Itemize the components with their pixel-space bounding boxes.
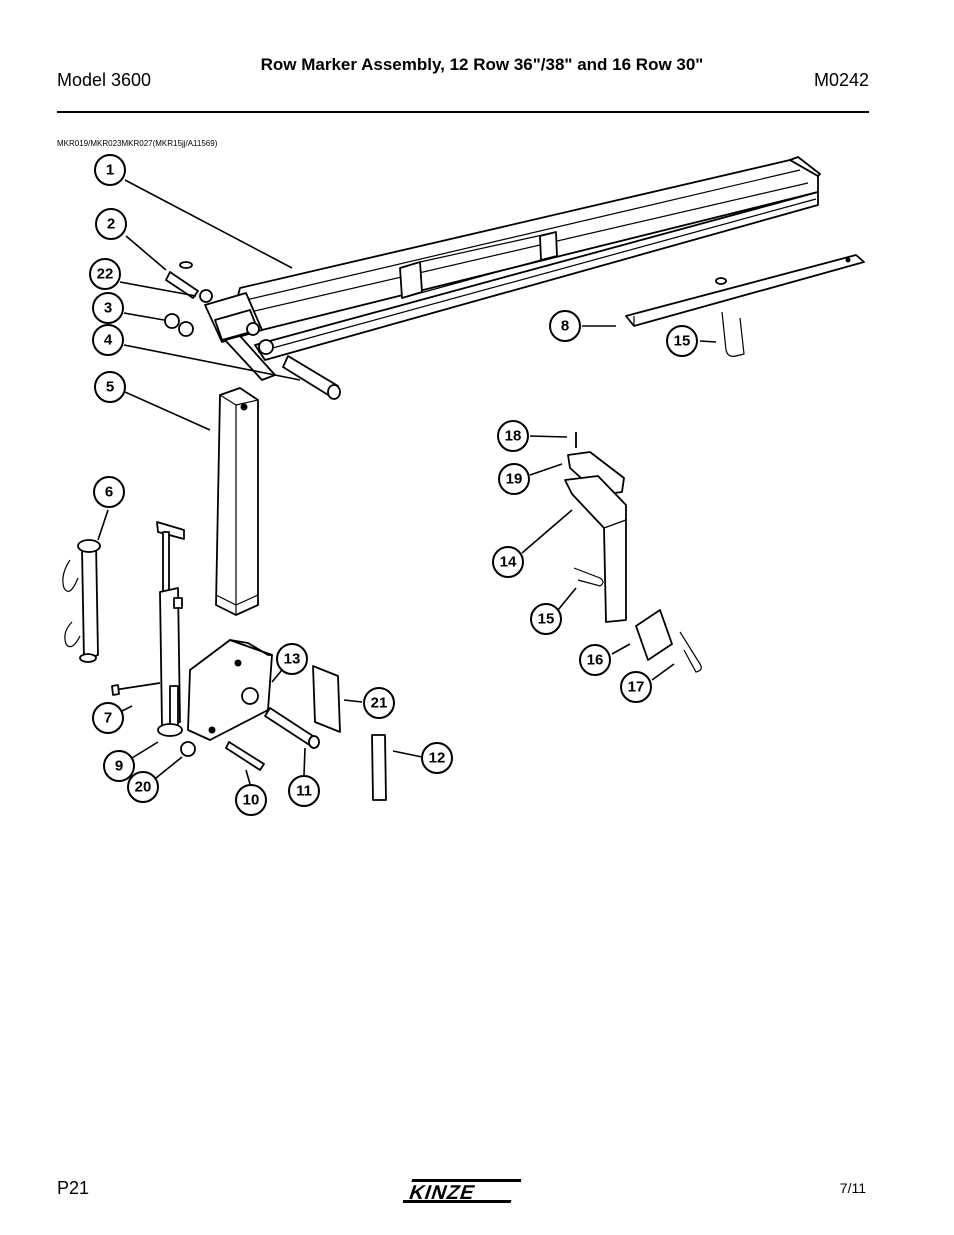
callout-19: 19: [498, 463, 530, 495]
bracket-part: [187, 639, 273, 741]
callout-17: 17: [620, 671, 652, 703]
svg-text:14: 14: [500, 554, 517, 571]
revision-date: 7/11: [839, 1180, 866, 1196]
washer-part-3b: [178, 321, 194, 337]
svg-text:18: 18: [505, 428, 522, 445]
page-number: P21: [57, 1178, 90, 1198]
callout-4: 4: [92, 324, 124, 356]
svg-text:11: 11: [296, 783, 312, 800]
standard-part-14: [564, 475, 627, 623]
kinze-logo: KINZE: [403, 1179, 521, 1204]
callout-16: 16: [579, 644, 611, 676]
callout-22: 22: [89, 258, 121, 290]
document-code: M0242: [813, 70, 869, 90]
svg-text:7: 7: [104, 710, 112, 727]
svg-text:2: 2: [107, 216, 115, 233]
callout-11: 11: [288, 775, 320, 807]
u-bolt-part-17: [679, 631, 702, 673]
svg-text:17: 17: [628, 679, 645, 696]
washer-part-3a: [164, 313, 180, 329]
callout-3: 3: [92, 292, 124, 324]
pin-part-11: [264, 707, 320, 749]
svg-text:22: 22: [97, 266, 114, 283]
model-label: Model 3600: [57, 70, 152, 90]
svg-text:15: 15: [538, 611, 555, 628]
callout-9: 9: [103, 750, 135, 782]
svg-text:10: 10: [243, 792, 260, 809]
pin-part-2: [165, 261, 199, 299]
callout-2: 2: [95, 208, 127, 240]
svg-text:13: 13: [284, 651, 301, 668]
svg-text:21: 21: [371, 695, 388, 712]
callout-7: 7: [92, 702, 124, 734]
washer-part-22: [199, 289, 213, 303]
callout-10: 10: [235, 784, 267, 816]
u-bolt-part-15b: [573, 567, 604, 587]
hitch-pin-part-6: [62, 539, 101, 663]
svg-text:KINZE: KINZE: [406, 1181, 478, 1203]
plate-part-16: [635, 609, 673, 661]
cylinder-part-9: [156, 521, 185, 737]
svg-text:1: 1: [106, 162, 114, 179]
extension-tube-part-8: [625, 254, 865, 327]
block-part-19: [567, 451, 625, 496]
svg-text:5: 5: [106, 379, 114, 396]
callout-20: 20: [127, 771, 159, 803]
callout-12: 12: [421, 742, 453, 774]
washer-part-20: [180, 741, 196, 757]
svg-text:8: 8: [561, 318, 569, 335]
page-title: Row Marker Assembly, 12 Row 36"/38" and …: [260, 55, 704, 74]
plate-part-21: [312, 665, 341, 733]
marker-arm-part: [204, 156, 821, 381]
callout-15b: 15: [530, 603, 562, 635]
pin-part-4: [282, 355, 341, 400]
svg-text:4: 4: [104, 332, 113, 349]
mount-tube-part-5: [215, 387, 259, 616]
callout-1: 1: [94, 154, 126, 186]
svg-text:9: 9: [115, 758, 123, 775]
svg-text:15: 15: [674, 333, 691, 350]
svg-text:19: 19: [506, 471, 523, 488]
callout-8: 8: [549, 310, 581, 342]
strip-part-12: [371, 734, 387, 801]
nut-part: [715, 277, 727, 285]
callout-14: 14: [492, 546, 524, 578]
header-rule: [57, 111, 869, 113]
callout-6: 6: [93, 476, 125, 508]
svg-text:3: 3: [104, 300, 112, 317]
u-bolt-part-15a: [721, 311, 745, 357]
pin-part-10: [225, 741, 265, 771]
svg-text:6: 6: [105, 484, 113, 501]
callout-13: 13: [276, 643, 308, 675]
bolt-part-7: [111, 682, 161, 696]
callout-5: 5: [94, 371, 126, 403]
drawing-id: MKR019/MKR023MKR027(MKR15jj/A11569): [57, 139, 218, 148]
svg-text:12: 12: [429, 750, 446, 767]
svg-text:16: 16: [587, 652, 604, 669]
svg-text:20: 20: [135, 779, 152, 796]
callout-18: 18: [497, 420, 529, 452]
callout-21: 21: [363, 687, 395, 719]
callout-15a: 15: [666, 325, 698, 357]
